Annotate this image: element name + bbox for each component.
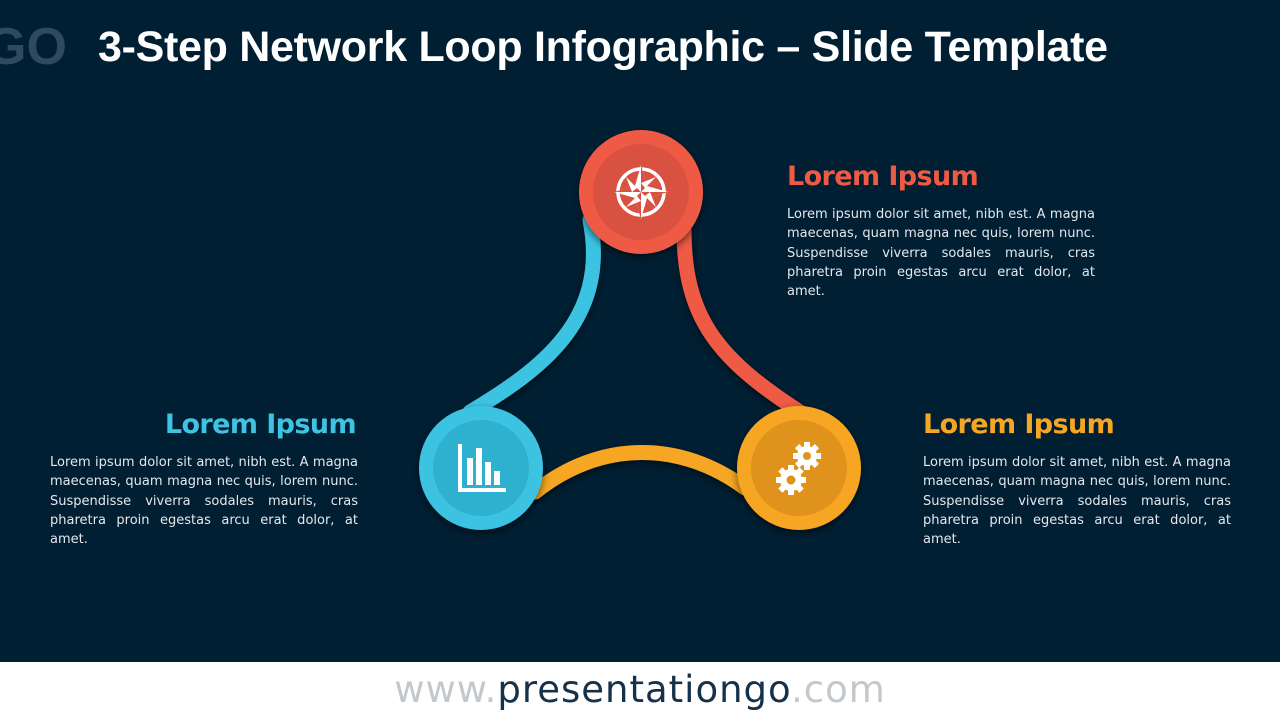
footer-brand: presentationgo bbox=[497, 668, 792, 711]
footer-suffix: .com bbox=[791, 668, 886, 711]
bar-chart-icon bbox=[458, 444, 506, 492]
connector-red bbox=[676, 222, 808, 420]
network-loop-diagram bbox=[419, 130, 861, 530]
footer-prefix: www. bbox=[394, 668, 498, 711]
slide: GO 3-Step Network Loop Infographic – Sli… bbox=[0, 0, 1280, 662]
step-left-body: Lorem ipsum dolor sit amet, nibh est. A … bbox=[50, 455, 358, 548]
logo-text: GO bbox=[0, 18, 67, 72]
connector-blue bbox=[462, 212, 601, 420]
connector-orange bbox=[527, 445, 753, 500]
step-right-body: Lorem ipsum dolor sit amet, nibh est. A … bbox=[923, 455, 1231, 548]
step-left-heading: Lorem Ipsum bbox=[164, 409, 357, 440]
compass-rose-icon bbox=[614, 165, 668, 219]
step-top-heading: Lorem Ipsum bbox=[787, 161, 979, 192]
step-top-body: Lorem ipsum dolor sit amet, nibh est. A … bbox=[787, 207, 1095, 300]
gears-icon bbox=[776, 442, 821, 495]
step-right-heading: Lorem Ipsum bbox=[923, 409, 1115, 440]
footer-url: www.presentationgo.com bbox=[0, 662, 1280, 720]
presentationgo-logo: GO bbox=[0, 18, 67, 72]
slide-title: 3-Step Network Loop Infographic – Slide … bbox=[98, 23, 1108, 71]
